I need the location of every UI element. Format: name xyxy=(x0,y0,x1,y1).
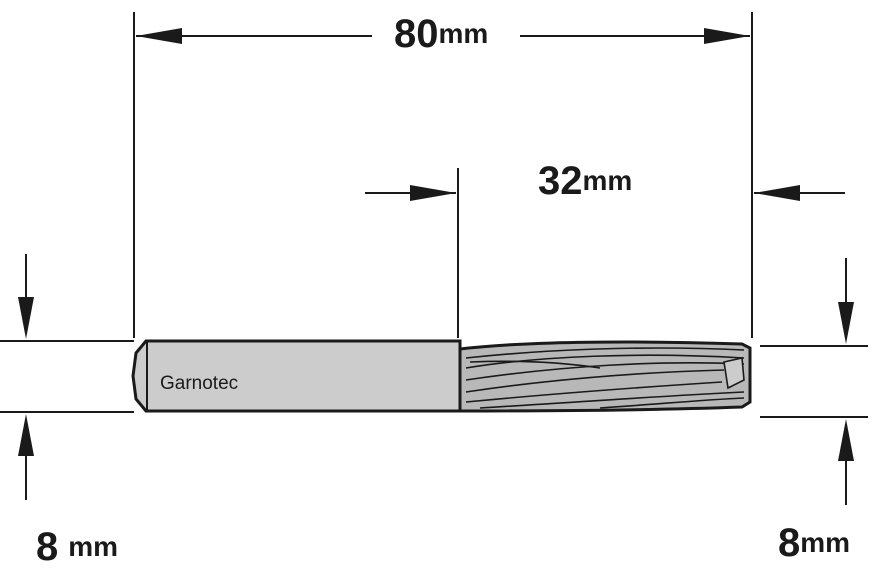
shank-diameter-unit: mm xyxy=(68,531,118,562)
cutting-length-unit: mm xyxy=(583,165,633,196)
shank-diameter-dimension: 8 mm xyxy=(0,254,134,569)
flute-cutting-edge xyxy=(723,357,745,390)
arrow-down-icon xyxy=(18,297,34,339)
arrow-up-icon xyxy=(18,414,34,456)
arrow-left-icon xyxy=(136,28,182,44)
flute-spiral-lines xyxy=(465,347,745,409)
arrow-right-icon xyxy=(410,185,456,201)
overall-length-unit: mm xyxy=(439,18,489,49)
arrow-down-icon xyxy=(838,302,854,344)
cutting-length-label: 32mm xyxy=(538,159,632,203)
overall-length-value: 80 xyxy=(394,12,439,56)
bit-flutes xyxy=(458,340,752,413)
cutting-length-value: 32 xyxy=(538,159,583,203)
cutting-diameter-dimension: 8mm xyxy=(760,258,868,565)
arrow-left-icon xyxy=(754,185,800,201)
overall-length-dimension: 80mm xyxy=(133,12,753,338)
arrow-up-icon xyxy=(838,419,854,461)
router-bit: Garnotec xyxy=(131,339,752,413)
cutting-length-dimension: 32mm xyxy=(365,159,845,338)
cutting-diameter-value: 8 xyxy=(778,521,800,565)
shank-diameter-value: 8 xyxy=(36,525,58,569)
brand-label: Garnotec xyxy=(160,373,238,394)
cutting-diameter-label: 8mm xyxy=(778,521,850,565)
arrow-right-icon xyxy=(704,28,750,44)
shank-diameter-label: 8 mm xyxy=(36,525,118,569)
overall-length-label: 80mm xyxy=(394,12,488,56)
cutting-diameter-unit: mm xyxy=(800,527,850,558)
